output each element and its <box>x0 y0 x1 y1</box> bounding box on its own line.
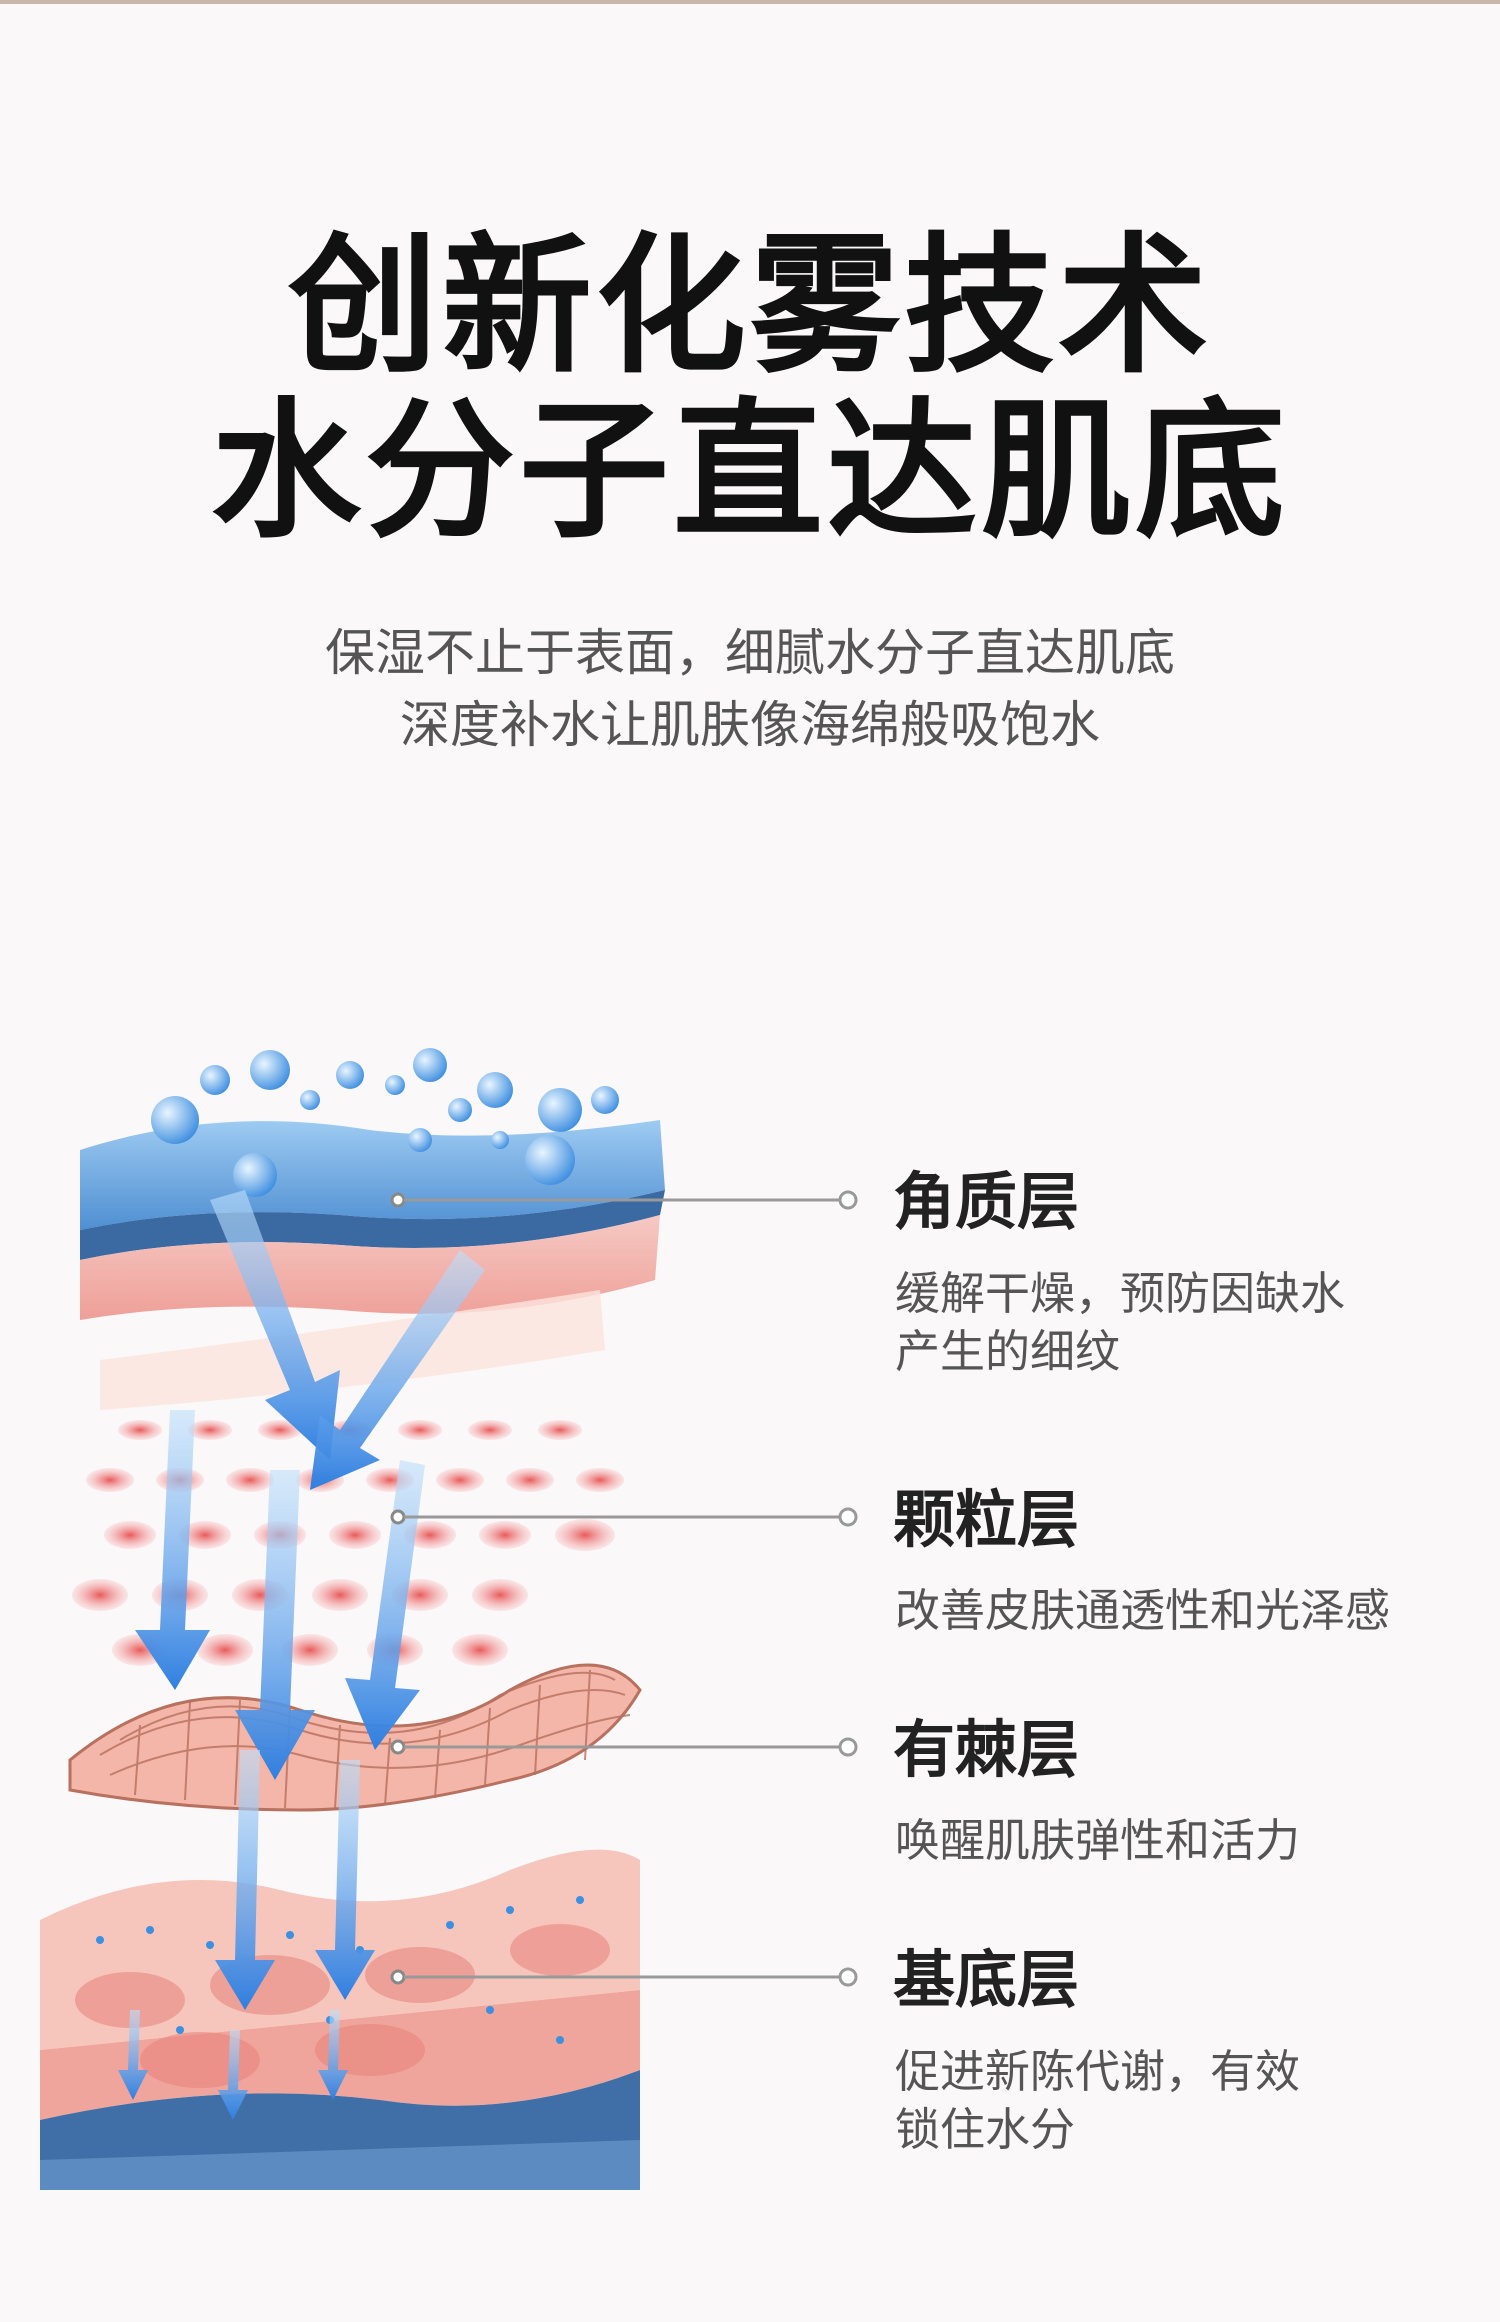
layer-name-spinous: 有棘层 <box>893 1713 1080 1786</box>
layer-name-granular: 颗粒层 <box>893 1483 1080 1556</box>
layer-desc-basal-1: 促进新陈代谢，有效 <box>895 2045 1301 2098</box>
layer-desc-basal-2: 锁住水分 <box>895 2103 1076 2156</box>
top-border-strip <box>0 0 1500 4</box>
water-flow-arrows <box>118 1190 485 2120</box>
granular-layer-cells <box>72 1420 624 1666</box>
layer-desc-stratum-corneum-2: 产生的细纹 <box>895 1325 1121 1378</box>
subtitle-line-2: 深度补水让肌肤像海绵般吸饱水 <box>400 696 1100 754</box>
subtitle-line-1: 保湿不止于表面，细腻水分子直达肌底 <box>325 624 1175 682</box>
faint-layer <box>100 1290 605 1410</box>
water-bubbles <box>151 1048 619 1197</box>
headline-line-1: 创新化雾技术 <box>287 220 1212 394</box>
layer-desc-stratum-corneum-1: 缓解干燥，预防因缺水 <box>895 1267 1346 1320</box>
headline-line-2: 水分子直达肌底 <box>210 385 1289 559</box>
stratum-corneum-layer <box>80 1120 665 1320</box>
layer-name-stratum-corneum: 角质层 <box>893 1165 1080 1238</box>
skin-layers-illustration <box>40 990 700 2190</box>
layer-desc-spinous-1: 唤醒肌肤弹性和活力 <box>895 1814 1301 1867</box>
layer-name-basal: 基底层 <box>893 1943 1080 2016</box>
layer-desc-granular-1: 改善皮肤通透性和光泽感 <box>895 1584 1391 1637</box>
